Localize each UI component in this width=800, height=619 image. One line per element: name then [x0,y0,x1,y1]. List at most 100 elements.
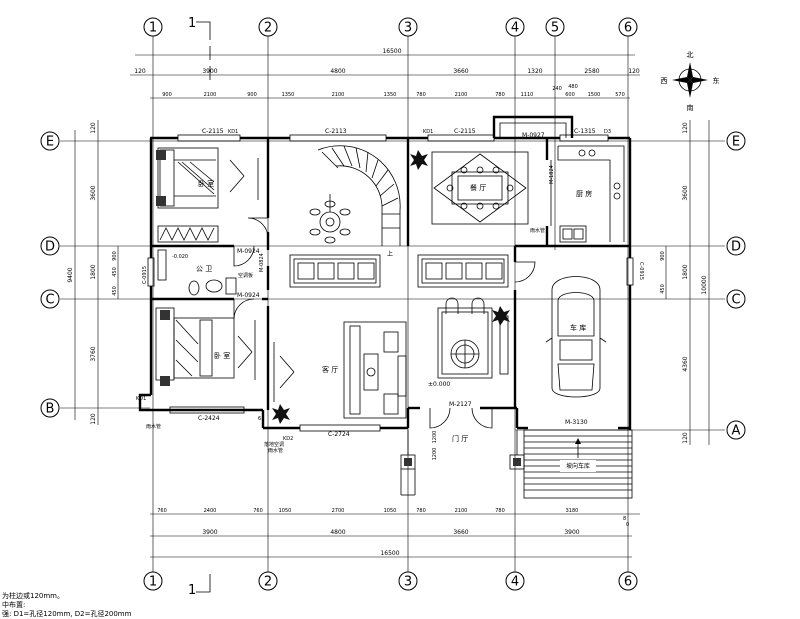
entrance-altar: ±0.000 门 厅 1200 1200 [400,297,525,496]
dim-text: 450 [660,284,666,294]
label-door: M-0824 [259,253,265,272]
section-mark: 1 1 [188,16,211,598]
label-tag: 雨水管 [530,227,545,234]
dim-text: 3180 [566,508,579,514]
room-label-garage: 车 库 [570,323,586,332]
dim-text: 450 [112,267,118,277]
label-window: C-0915 [142,266,148,284]
axis-bubbles-left: E D C B [40,131,60,418]
axis-bubble: C [731,293,740,308]
elevation-bath: -0.020 [172,254,188,260]
label-door: M-3130 [565,419,588,426]
axis-bubble: 1 [149,575,157,590]
opening-labels: C-2115 C-2113 C-2115 C-1315 M-0927 M-182… [136,128,644,528]
dim-text: 2100 [455,508,468,514]
elevation-main: ±0.000 [428,381,450,388]
label-number: 6 [258,416,261,422]
section-label: 1 [188,16,196,31]
dim-text: 780 [416,508,426,514]
dim-text: 120 [90,413,97,425]
axis-bubble: 1 [149,21,157,36]
dim-text: 2100 [332,92,345,98]
dim-text: 1200 [432,431,438,444]
dim-text: 780 [495,508,505,514]
label-door: M-0924 [237,292,260,299]
room-label-kitchen: 厨 房 [576,189,592,198]
dim-text: 780 [495,92,505,98]
dim-text: 2100 [455,92,468,98]
left-dimensions: 9400 120 3600 1800 3760 120 900 450 450 [67,120,119,425]
dim-text: 2100 [204,92,217,98]
axis-bubble: 6 [624,21,632,36]
dim-text: 900 [660,251,666,261]
dim-text: 450 [112,286,118,296]
compass-east: 东 [713,76,720,85]
axis-bubble: D [731,240,741,255]
label-door: M-0924 [237,248,260,255]
dim-text: 760 [253,508,263,514]
axis-bubble: B [46,402,55,417]
axis-bubble: 3 [404,575,412,590]
axis-bubble: 2 [264,575,272,590]
label-tag: 雨水管 [146,423,161,430]
label-tag: 落地空调 [264,441,284,448]
label-window: C-0915 [638,262,644,280]
axis-bubble: D [45,240,55,255]
label-tag: 空调板 [238,272,253,279]
room-label-dining: 餐 厅 [470,183,486,192]
bedroom-top: 卧 室 [156,147,269,243]
room-label-bedroom-bottom: 卧 室 [214,351,230,360]
dim-text: 3900 [202,529,217,536]
label-window: C-2113 [325,128,347,135]
bedroom-bottom: 卧 室 [155,298,256,386]
label-door: M-0927 [522,132,545,139]
axis-bubble: 4 [511,575,519,590]
dim-text: 480 [568,84,578,90]
label-window: C-2115 [202,128,224,135]
axis-bubble: E [46,135,54,150]
dim-text: 3900 [202,68,217,75]
dim-text: 4800 [330,68,345,75]
dim-text: 760 [157,508,167,514]
dim-text: 120 [682,432,689,444]
section-label: 1 [188,583,196,598]
dim-text: 120 [90,122,97,134]
dim-total: 9400 [67,267,74,282]
dim-text: 2580 [584,68,599,75]
axis-bubble: 4 [511,21,519,36]
stair: 上 [309,145,401,258]
right-dimensions: 10000 120 3600 1800 4360 120 900 450 [660,120,710,445]
compass-rose: 北 南 东 西 [661,51,720,112]
corridor-benches [289,254,509,288]
label-number: 0 [626,522,629,528]
axis-bubble: C [45,293,54,308]
compass-north: 北 [687,51,694,59]
label-kd: KD1 [423,129,433,135]
dim-total: 16500 [380,550,399,557]
bathroom: 公 卫 -0.020 [157,245,255,296]
dim-text: 1800 [682,264,689,279]
dim-text: 3600 [90,185,97,200]
dim-text: 3760 [90,346,97,361]
label-window: C-2424 [198,415,220,422]
dim-text: 2700 [332,508,345,514]
dim-text: 1110 [521,92,534,98]
dim-text: 3600 [682,185,689,200]
dim-text: 240 [552,86,562,92]
axis-bubble: A [732,424,741,439]
axis-bubble: 6 [624,575,632,590]
label-kd: KD1 [136,396,146,402]
label-number: 8 [623,516,626,522]
dim-text: 4360 [682,356,689,371]
dim-text: 600 [565,92,575,98]
dim-text: 3660 [453,529,468,536]
dim-text: 900 [162,92,172,98]
label-kd: KD1 [228,129,238,135]
dim-text: 120 [134,68,146,75]
general-note-line: 为柱边或120mm。 [2,592,64,600]
dim-text: 1500 [588,92,601,98]
top-dimensions: 16500 120 3900 4800 3660 1320 2580 120 9… [130,48,640,99]
garage-ramp-label: 坡向车库 [566,462,590,470]
axis-bubbles-right: E D C A [726,131,746,440]
